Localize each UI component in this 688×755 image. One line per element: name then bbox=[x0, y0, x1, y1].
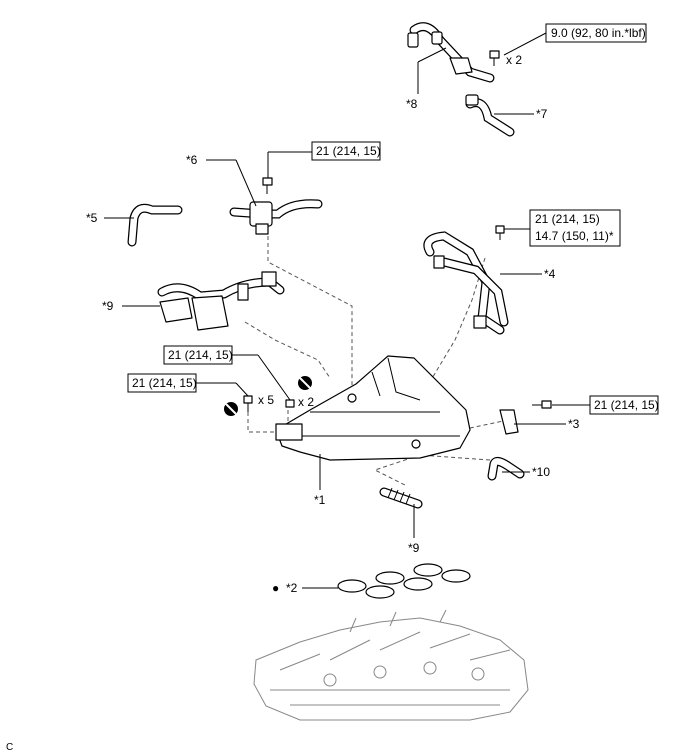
bolt-6 bbox=[262, 177, 273, 194]
torque-spec-top: 9.0 (92, 80 in.*lbf) bbox=[503, 23, 647, 56]
svg-text:21 (214, 15): 21 (214, 15) bbox=[132, 376, 197, 390]
gasket-2 bbox=[337, 563, 471, 599]
hose-5 bbox=[127, 203, 183, 247]
gasket-marker: ● bbox=[272, 581, 279, 595]
svg-text:21 (214, 15): 21 (214, 15) bbox=[316, 144, 381, 158]
quantity-mid: x 2 bbox=[298, 395, 314, 409]
svg-text:9.0 (92, 80 in.*lbf): 9.0 (92, 80 in.*lbf) bbox=[551, 26, 646, 40]
hose-8 bbox=[407, 22, 495, 83]
bolt-top bbox=[489, 50, 500, 66]
svg-text:21 (214, 15): 21 (214, 15) bbox=[594, 398, 659, 412]
torque-spec-mid: 21 (214, 15) bbox=[163, 345, 291, 401]
bolt-3 bbox=[532, 400, 552, 409]
callout-3: *3 bbox=[568, 417, 580, 431]
reuse-symbol-mid-icon bbox=[298, 376, 312, 390]
callout-2: *2 bbox=[286, 581, 298, 595]
callout-9-upper: *9 bbox=[102, 299, 114, 313]
callout-9-lower: *9 bbox=[408, 541, 420, 555]
callout-10: *10 bbox=[532, 465, 550, 479]
bolt-x5 bbox=[243, 395, 253, 412]
bolt-4 bbox=[495, 225, 505, 240]
callout-7: *7 bbox=[536, 107, 548, 121]
tube-9-lower bbox=[379, 487, 423, 509]
callout-1: *1 bbox=[314, 493, 326, 507]
torque-spec-6: 21 (214, 15) bbox=[267, 141, 381, 178]
engine-block bbox=[253, 609, 529, 721]
hose-6 bbox=[229, 199, 323, 235]
intake-manifold-1 bbox=[275, 355, 471, 461]
corner-letter: C bbox=[6, 742, 13, 753]
callout-4: *4 bbox=[544, 267, 556, 281]
bracket-3 bbox=[499, 409, 519, 435]
callout-8: *8 bbox=[406, 97, 418, 111]
quantity-top: x 2 bbox=[506, 53, 522, 67]
harness-9-upper bbox=[157, 271, 285, 331]
tube-4 bbox=[423, 231, 509, 335]
hose-10 bbox=[487, 456, 525, 481]
hose-7 bbox=[465, 94, 515, 137]
bolt-x2 bbox=[285, 399, 295, 408]
torque-spec-4: 21 (214, 15) 14.7 (150, 11)* bbox=[504, 209, 621, 247]
svg-text:14.7 (150, 11)*: 14.7 (150, 11)* bbox=[535, 229, 614, 243]
svg-text:21 (214, 15): 21 (214, 15) bbox=[535, 212, 600, 226]
callout-5: *5 bbox=[86, 211, 98, 225]
svg-text:21 (214, 15): 21 (214, 15) bbox=[168, 348, 233, 362]
quantity-left: x 5 bbox=[258, 393, 274, 407]
torque-spec-left: 21 (214, 15) bbox=[127, 373, 249, 397]
callout-6: *6 bbox=[186, 153, 198, 167]
torque-spec-3: 21 (214, 15) bbox=[552, 395, 659, 415]
reuse-symbol-left-icon bbox=[224, 402, 238, 416]
installation-guide-lines bbox=[244, 236, 509, 486]
